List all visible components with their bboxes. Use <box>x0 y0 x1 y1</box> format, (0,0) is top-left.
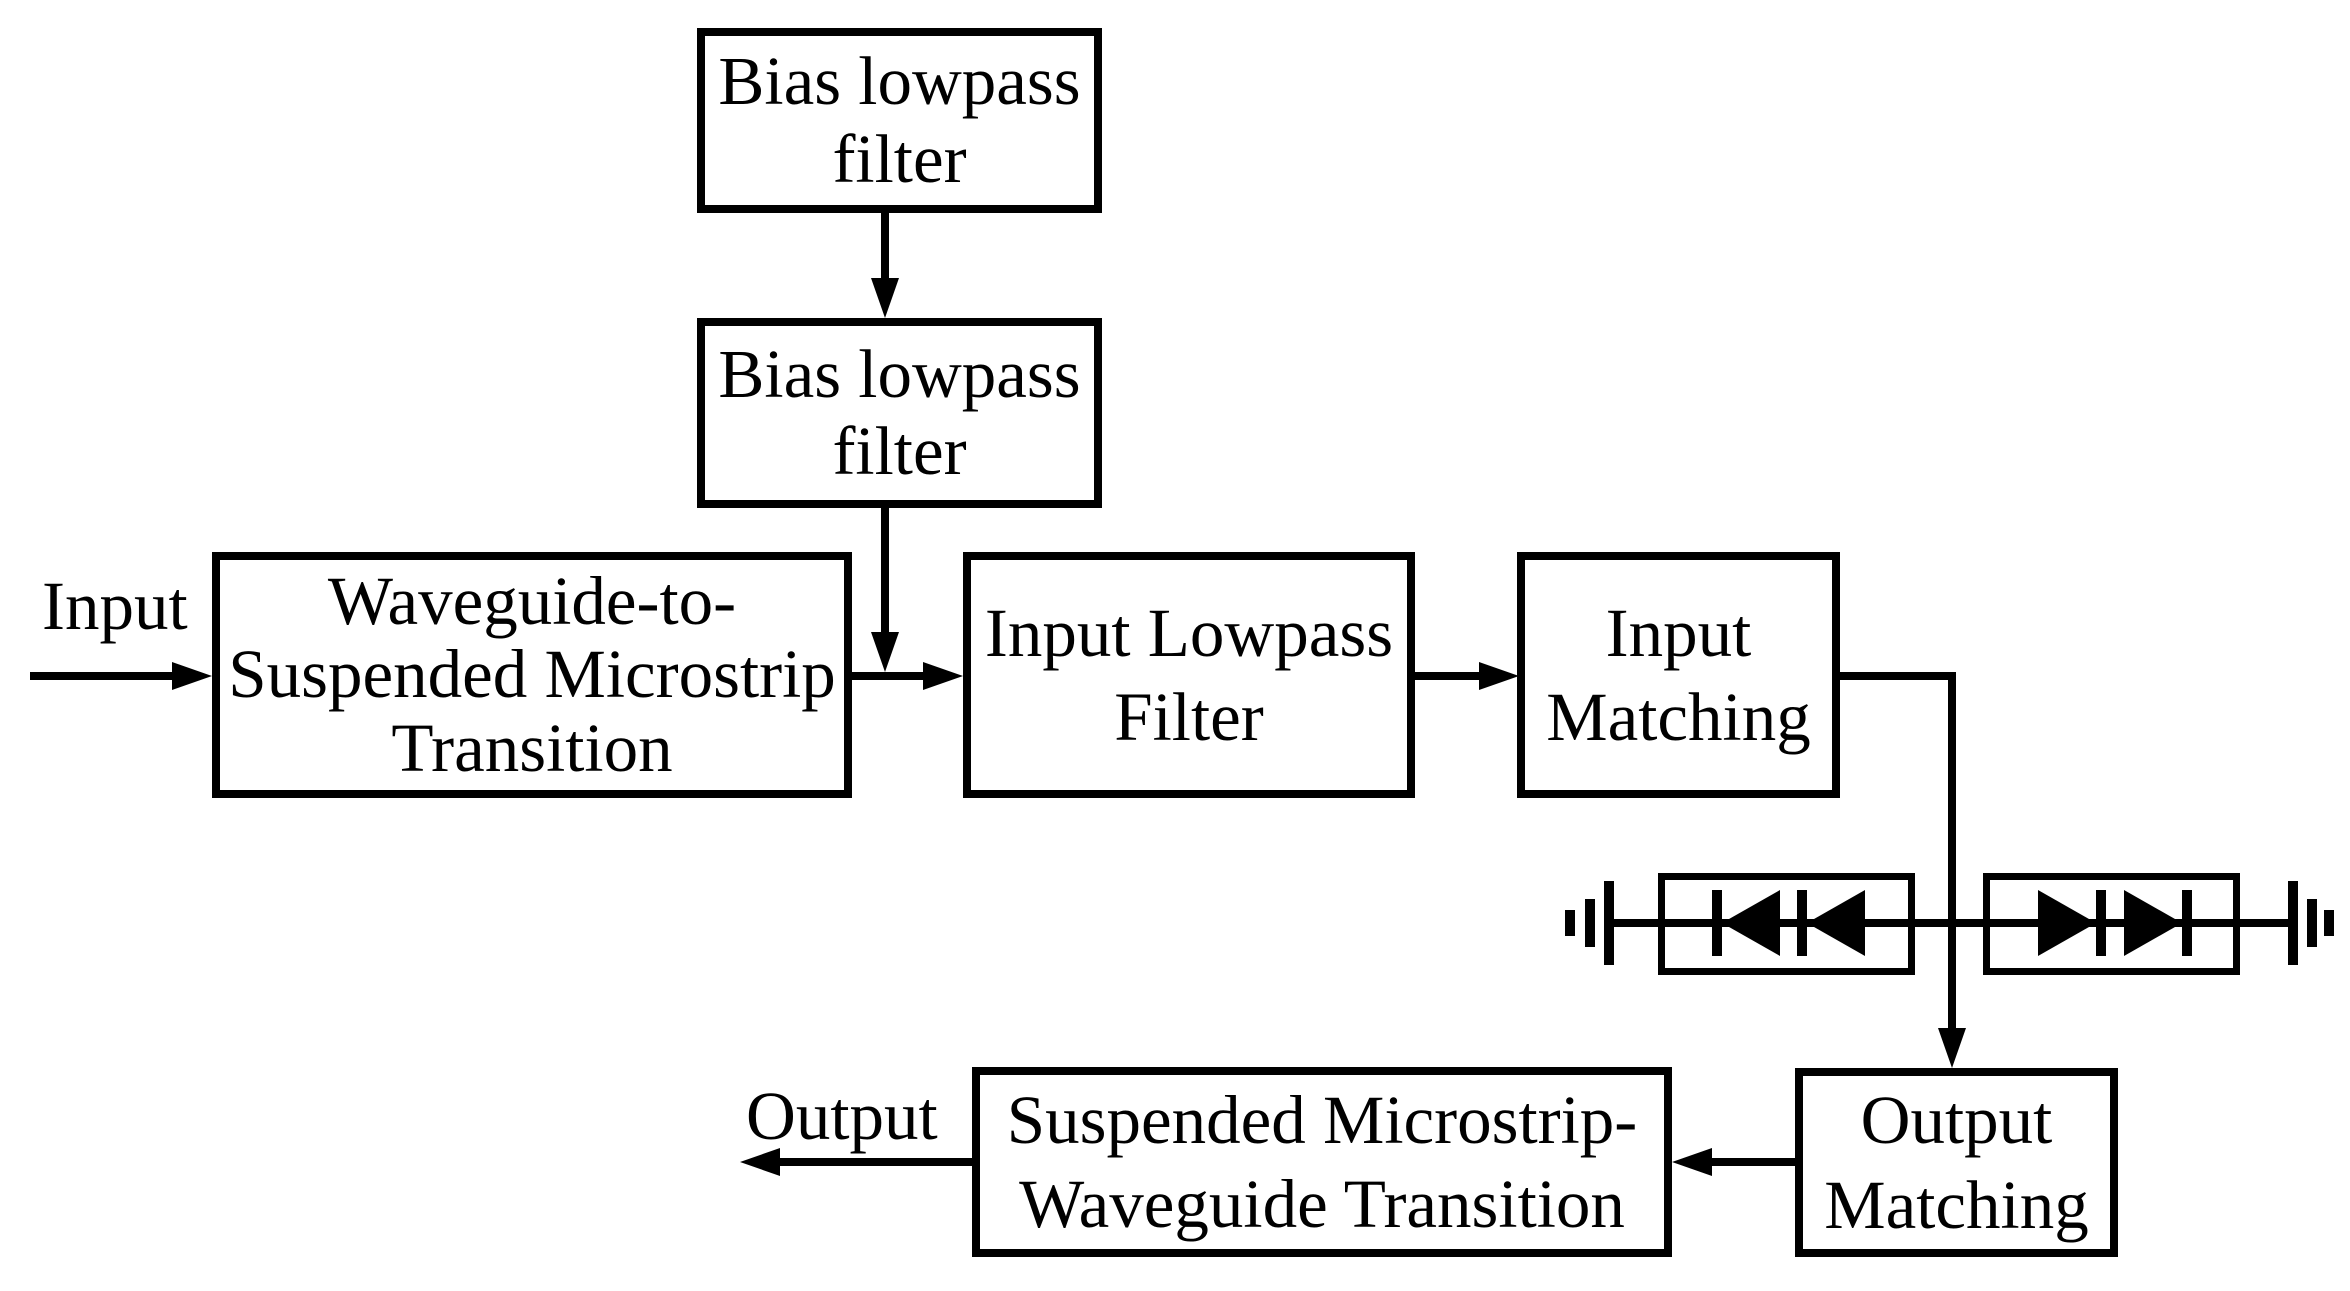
diode-triangle-right <box>2038 890 2096 956</box>
diode-box-right <box>1983 873 2240 975</box>
node-input-matching: Input Matching <box>1517 552 1840 798</box>
output-wire <box>780 1158 972 1166</box>
output-matching-to-transition-wire <box>1712 1158 1795 1166</box>
matching-right-wire <box>1840 672 1956 680</box>
node-label-line: Matching <box>1824 1166 2089 1243</box>
node-label-line: Suspended Microstrip- <box>1006 1081 1638 1158</box>
lpf-to-matching-wire <box>1415 672 1479 680</box>
output-arrowhead-icon <box>740 1148 780 1176</box>
output-label: Output <box>746 1078 938 1154</box>
diode-cathode-bar <box>1712 890 1722 956</box>
bias-arrowhead-2-icon <box>871 632 899 672</box>
ground-bar-medium <box>2307 899 2317 947</box>
node-bias-lowpass-filter-bottom: Bias lowpass filter <box>697 318 1102 508</box>
node-waveguide-to-suspended-microstrip-transition: Waveguide-to- Suspended Microstrip Trans… <box>212 552 852 798</box>
node-label-line: Suspended Microstrip <box>228 636 836 713</box>
vertical-drop-wire <box>1948 672 1956 1028</box>
drop-arrowhead-icon <box>1938 1028 1966 1068</box>
input-arrowhead-icon <box>172 662 212 690</box>
diode-triangle-left <box>1722 890 1780 956</box>
input-label: Input <box>42 568 188 644</box>
ground-bar-small <box>2324 910 2334 936</box>
ground-bar-large <box>2288 881 2298 965</box>
node-input-lowpass-filter: Input Lowpass Filter <box>963 552 1415 798</box>
to-transition-arrowhead-icon <box>1672 1148 1712 1176</box>
bias-wire-1 <box>881 213 889 278</box>
node-label-line: Waveguide-to- <box>327 563 737 640</box>
node-label-line: Bias lowpass <box>718 335 1081 412</box>
diode-cathode-bar <box>1797 890 1807 956</box>
diode-row-wire <box>1607 919 2293 927</box>
wg-to-lpf-arrowhead-icon <box>923 662 963 690</box>
ground-bar-medium <box>1585 899 1595 947</box>
node-label-line: Filter <box>1114 679 1264 755</box>
wg-to-lpf-wire <box>852 672 923 680</box>
node-label-line: Input <box>1605 594 1752 671</box>
bias-arrowhead-1-icon <box>871 278 899 318</box>
lpf-to-matching-arrowhead-icon <box>1479 662 1519 690</box>
node-label-line: Transition <box>391 709 673 786</box>
node-bias-lowpass-filter-top: Bias lowpass filter <box>697 28 1102 213</box>
bias-wire-2 <box>881 508 889 632</box>
node-label-line: Waveguide Transition <box>1019 1166 1625 1242</box>
diode-triangle-right <box>2124 890 2182 956</box>
node-output-matching: Output Matching <box>1795 1068 2118 1257</box>
node-label-line: Input Lowpass <box>984 594 1394 671</box>
diode-cathode-bar <box>2182 890 2192 956</box>
diode-box-left <box>1658 873 1915 975</box>
node-label-line: filter <box>832 413 967 489</box>
node-label-line: Matching <box>1546 679 1811 755</box>
ground-bar-small <box>1565 910 1575 936</box>
node-label-line: filter <box>832 120 967 197</box>
input-wire <box>30 672 172 680</box>
diode-triangle-left <box>1807 890 1865 956</box>
node-label-line: Bias lowpass <box>718 43 1081 120</box>
diode-cathode-bar <box>2096 890 2106 956</box>
ground-bar-large <box>1604 881 1614 965</box>
node-label-line: Output <box>1860 1082 2053 1159</box>
node-suspended-microstrip-waveguide-transition: Suspended Microstrip- Waveguide Transiti… <box>972 1067 1672 1257</box>
